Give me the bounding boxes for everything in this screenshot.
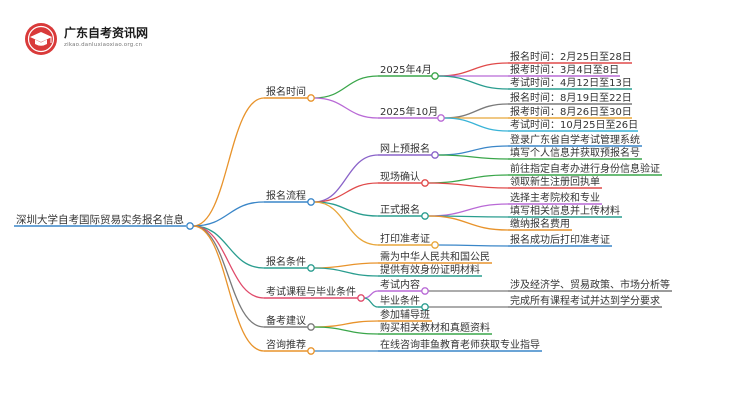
node-dot-1-2[interactable] <box>421 212 429 220</box>
link-0-1-0 <box>443 103 509 119</box>
brand-logo[interactable]: 广东自考资讯网 zikao.danluxiaoxiao.org.cn <box>24 20 164 64</box>
leaf-1-0-0: 登录广东省自学考试管理系统 <box>510 133 640 146</box>
leaf-0-0-2: 考试时间：4月12日至13日 <box>510 76 632 89</box>
node-2-0: 需为中华人民共和国公民 <box>380 250 490 263</box>
link-1-2-0 <box>427 203 509 217</box>
link-2-1 <box>313 267 379 277</box>
link-branch-2 <box>192 225 265 269</box>
node-3-1: 毕业条件 <box>380 294 420 307</box>
node-dot-1-0[interactable] <box>431 151 439 159</box>
link-0-0-2 <box>437 75 509 90</box>
link-0-1 <box>313 97 379 119</box>
leaf-0-0-0: 报名时间：2月25日至28日 <box>510 50 632 63</box>
node-5-0: 在线咨询菲鱼教育老师获取专业指导 <box>380 338 540 351</box>
link-0-1-2 <box>443 117 509 132</box>
leaf-0-1-2: 考试时间：10月25日至26日 <box>510 118 638 131</box>
branch-1: 报名流程 <box>266 189 306 202</box>
branch-3: 考试课程与毕业条件 <box>266 285 356 298</box>
node-2-1: 提供有效身份证明材料 <box>380 263 480 276</box>
link-branch-0 <box>192 97 265 227</box>
branch-node-1[interactable] <box>307 198 315 206</box>
node-dot-1-3[interactable] <box>431 241 439 249</box>
leaf-1-2-0: 选择主考院校和专业 <box>510 191 600 204</box>
link-3-1 <box>363 297 379 308</box>
leaf-0-1-0: 报名时间：8月19日至22日 <box>510 91 632 104</box>
link-0-0-0 <box>437 62 509 77</box>
node-4-0: 参加辅导班 <box>380 308 430 321</box>
link-1-1-1 <box>427 182 509 189</box>
leaf-1-0-1: 填写个人信息并获取预报名号 <box>510 146 640 159</box>
link-1-0-1 <box>437 154 509 160</box>
node-1-2: 正式报名 <box>380 203 420 216</box>
node-3-0: 考试内容 <box>380 278 420 291</box>
leaf-3-1-0: 完成所有课程考试并达到学分要求 <box>510 294 660 307</box>
mindmap-links <box>14 62 672 352</box>
node-dot-3-0[interactable] <box>421 287 429 295</box>
branch-5: 咨询推荐 <box>266 338 306 351</box>
link-branch-4 <box>192 225 265 328</box>
node-dot-1-1[interactable] <box>421 179 429 187</box>
link-1-1 <box>313 182 379 203</box>
node-4-1: 购买相关教材和真题资料 <box>380 321 490 334</box>
leaf-1-1-1: 领取新生注册回执单 <box>510 175 600 188</box>
link-branch-1 <box>192 201 265 227</box>
link-0-0 <box>313 75 379 99</box>
branch-4: 备考建议 <box>266 314 306 327</box>
branch-2: 报名条件 <box>266 255 306 268</box>
node-1-1: 现场确认 <box>380 170 420 183</box>
link-1-1-0 <box>427 174 509 184</box>
link-1-3-0 <box>437 244 509 247</box>
branch-node-4[interactable] <box>307 323 315 331</box>
node-0-0: 2025年4月 <box>380 63 432 76</box>
branch-node-3[interactable] <box>357 294 365 302</box>
link-1-2-2 <box>427 215 509 231</box>
leaf-1-2-1: 填写相关信息并上传材料 <box>510 204 620 217</box>
root-node[interactable] <box>186 222 194 230</box>
link-branch-5 <box>192 225 265 352</box>
link-3-0 <box>363 290 379 299</box>
leaf-1-2-2: 缴纳报名费用 <box>510 217 570 230</box>
link-1-0-0 <box>437 145 509 156</box>
branch-0: 报名时间 <box>266 85 306 98</box>
brand-name: 广东自考资讯网 <box>64 26 149 40</box>
link-1-3 <box>313 201 379 246</box>
node-0-1: 2025年10月 <box>380 105 438 118</box>
node-1-0: 网上预报名 <box>380 142 430 155</box>
link-2-0 <box>313 262 379 269</box>
node-dot-0-0[interactable] <box>431 72 439 80</box>
mindmap-labels: 深圳大学自考国际贸易实务报名信息 报名时间 2025年4月 报名时间：2月25日至28… <box>16 50 670 355</box>
link-1-0 <box>313 154 379 203</box>
brand-url: zikao.danluxiaoxiao.org.cn <box>64 42 143 48</box>
branch-node-5[interactable] <box>307 347 315 355</box>
node-dot-0-1[interactable] <box>437 114 445 122</box>
node-dot-3-1[interactable] <box>421 303 429 311</box>
leaf-1-3-0: 报名成功后打印准考证 <box>510 233 610 246</box>
link-4-0 <box>313 320 379 328</box>
leaf-3-0-0: 涉及经济学、贸易政策、市场分析等 <box>510 278 670 291</box>
leaf-0-1-1: 报考时间：8月26日至30日 <box>510 105 632 118</box>
branch-node-2[interactable] <box>307 264 315 272</box>
link-4-1 <box>313 326 379 335</box>
leaf-0-0-1: 报考时间：3月4日至8日 <box>510 63 619 76</box>
graduation-cap-icon <box>25 23 57 55</box>
branch-node-0[interactable] <box>307 94 315 102</box>
leaf-1-1-0: 前往指定自考办进行身份信息验证 <box>510 162 660 175</box>
root-label: 深圳大学自考国际贸易实务报名信息 <box>16 213 184 226</box>
node-1-3: 打印准考证 <box>380 232 430 245</box>
